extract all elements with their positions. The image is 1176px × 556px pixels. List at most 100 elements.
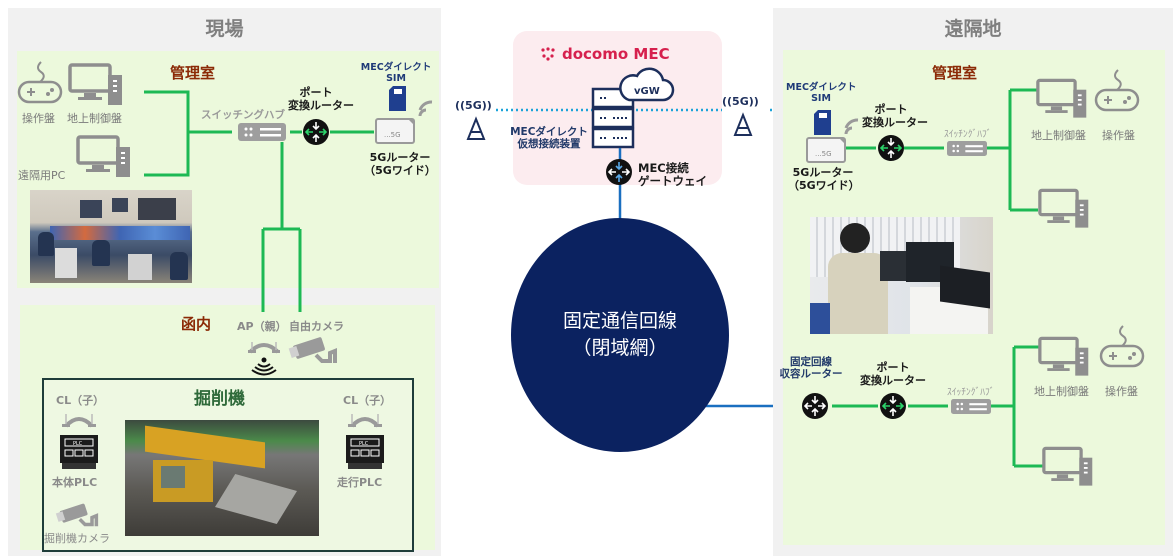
remote-port-router-label: ポート 変換ルーター	[862, 103, 928, 129]
free-camera-label: 自由カメラ	[289, 320, 344, 333]
cloud-vgw-icon: vGW	[619, 67, 675, 102]
5g-router-icon: ...5G	[375, 118, 415, 144]
remote-port-router-line1: ポート	[874, 103, 908, 116]
5g-router-label-line2: （5Gワイド）	[364, 164, 436, 177]
remote-5g-router-line2: （5Gワイド）	[788, 179, 860, 192]
client-antenna-icon	[62, 414, 96, 428]
wire-panel-to-hub	[144, 90, 232, 134]
sim-card-icon	[389, 86, 406, 111]
control-room-photo	[30, 190, 192, 283]
fixed-switching-hub-label: ｽｲｯﾁﾝｸﾞﾊﾌﾞ	[947, 387, 995, 398]
plc-tag: PLC	[359, 441, 369, 447]
router-icon	[303, 119, 329, 145]
fixed-network-line1: 固定通信回線	[562, 310, 677, 332]
5g-router-icon: ...5G	[806, 137, 846, 163]
mec-virtual-device-label: MECダイレクト 仮想接続装置	[506, 126, 592, 150]
switching-hub-icon	[238, 123, 286, 141]
remote-switching-hub-label: ｽｲｯﾁﾝｸﾞﾊﾌﾞ	[944, 129, 992, 140]
switching-hub-icon	[951, 399, 991, 414]
remote-control-room-title: 管理室	[932, 64, 978, 82]
client-left-label: CL（子）	[56, 394, 105, 407]
mec-gateway-line1: MEC接続	[638, 161, 689, 175]
remote-sim-label-line2: SIM	[811, 93, 831, 104]
switching-hub-label: スイッチングハブ	[201, 109, 285, 121]
router-icon	[802, 393, 828, 419]
fixed-ground-panel-label: 地上制御盤	[1034, 385, 1089, 398]
remote-controller-label: 操作盤	[1102, 129, 1135, 142]
fixed-port-router-line2: 変換ルーター	[860, 374, 926, 387]
controller-label: 操作盤	[22, 112, 55, 125]
5g-router-tag: ...5G	[384, 131, 401, 139]
excavator-camera-label: 掘削機カメラ	[44, 532, 110, 545]
mec-gateway-label: MEC接続 ゲートウェイ	[638, 162, 707, 188]
camera-icon	[288, 337, 337, 363]
excavator-title: 掘削機	[194, 389, 245, 409]
fixed-controller-label: 操作盤	[1105, 385, 1138, 398]
remote-operator-photo	[810, 217, 993, 334]
antenna-right-label: ((5G))	[722, 95, 759, 108]
ap-parent-label: AP（親）	[237, 320, 287, 333]
client-right-label: CL（子）	[343, 394, 392, 407]
fixed-network-circle: 固定通信回線 （閉域網）	[511, 218, 729, 452]
remote-5g-router-label: 5Gルーター （5Gワイド）	[788, 166, 860, 192]
camera-icon	[55, 503, 99, 527]
plc-travel-label: 走行PLC	[337, 476, 383, 489]
sim-label: MECダイレクト SIM	[358, 62, 434, 84]
ground-panel-label: 地上制御盤	[67, 112, 122, 125]
fixed-line-router-label: 固定回線 収容ルーター	[779, 356, 843, 380]
5g-router-label: 5Gルーター （5Gワイド）	[364, 151, 436, 177]
fixed-port-router-label: ポート 変換ルーター	[860, 361, 926, 387]
excavator-photo	[125, 420, 319, 536]
sim-label-line1: MECダイレクト	[360, 62, 432, 73]
desktop-pc-icon	[1036, 78, 1087, 118]
remote-sim-label: MECダイレクト SIM	[786, 82, 856, 104]
cell-tower-icon	[466, 116, 486, 140]
5g-router-label-line1: 5Gルーター	[369, 151, 431, 164]
antenna-left-label: ((5G))	[455, 99, 492, 112]
mec-virtual-device-line2: 仮想接続装置	[517, 138, 581, 150]
mec-virtual-device-line1: MECダイレクト	[510, 126, 588, 138]
router-icon	[880, 393, 906, 419]
port-router-label-line1: ポート	[299, 86, 333, 99]
desktop-pc-icon	[1038, 188, 1089, 228]
fixed-network-line2: （閉域網）	[572, 337, 668, 359]
fixed-line-router-line2: 収容ルーター	[779, 368, 843, 380]
remote-title: 遠隔地	[944, 18, 1002, 40]
remote-port-router-line2: 変換ルーター	[862, 116, 928, 129]
remote-pc-label: 遠隔用PC	[18, 169, 66, 182]
cell-tower-icon	[733, 112, 753, 136]
remote-ground-panel-label: 地上制御盤	[1031, 129, 1086, 142]
fixed-line-router-line1: 固定回線	[790, 356, 832, 368]
remote-sim-label-line1: MECダイレクト	[786, 82, 857, 93]
gamepad-icon	[1094, 69, 1140, 112]
site-wiring	[144, 90, 374, 312]
client-antenna-icon	[348, 414, 382, 428]
desktop-pc-icon	[1042, 446, 1093, 486]
vgw-label: vGW	[634, 86, 660, 97]
sim-label-line2: SIM	[386, 73, 406, 84]
fixed-port-router-line1: ポート	[876, 361, 910, 374]
desktop-pc-icon	[68, 63, 122, 105]
docomo-mec-label: docomo MEC	[562, 45, 670, 63]
plc-tag: PLC	[73, 441, 83, 447]
gamepad-icon	[17, 61, 63, 104]
plc-icon: PLC	[60, 435, 98, 469]
wire-hub-to-tunnel	[261, 142, 302, 312]
router-icon	[878, 135, 904, 161]
desktop-pc-icon	[1038, 336, 1089, 376]
site-control-room-title: 管理室	[170, 64, 216, 82]
5g-router-tag: ...5G	[815, 150, 832, 158]
desktop-pc-icon	[76, 135, 130, 177]
docomo-logo-icon	[541, 47, 555, 61]
site-title: 現場	[205, 18, 244, 40]
plc-body-label: 本体PLC	[52, 476, 98, 489]
mec-gateway-line2: ゲートウェイ	[638, 174, 707, 188]
gamepad-icon	[1099, 325, 1145, 368]
remote-5g-router-line1: 5Gルーター	[792, 166, 854, 179]
tunnel-title: 函内	[181, 315, 212, 333]
wireless-signal-icon	[418, 100, 433, 117]
sim-card-icon	[814, 110, 831, 135]
plc-icon: PLC	[346, 435, 384, 469]
wire-remotepc-to-hub	[144, 132, 190, 177]
